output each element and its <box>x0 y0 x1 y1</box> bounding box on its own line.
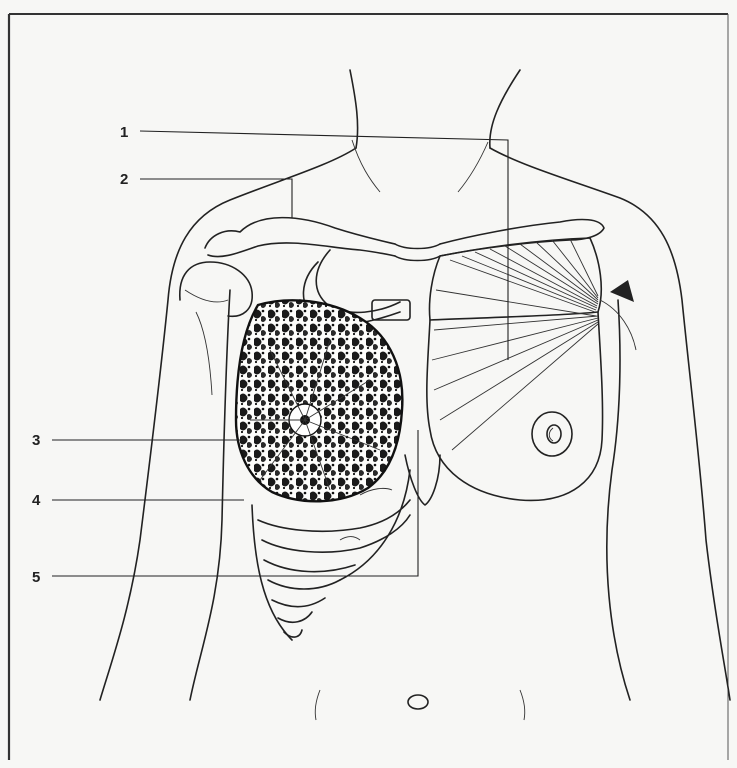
label-5: 5 <box>32 569 40 586</box>
label-1: 1 <box>120 124 128 141</box>
label-4: 4 <box>32 492 41 509</box>
pectoralis-muscle <box>427 238 636 500</box>
callout-labels: 1 2 3 4 5 <box>32 124 128 586</box>
label-3: 3 <box>32 432 40 449</box>
mammary-gland <box>236 300 402 501</box>
label-2: 2 <box>120 171 128 188</box>
torso-outline <box>100 70 730 720</box>
